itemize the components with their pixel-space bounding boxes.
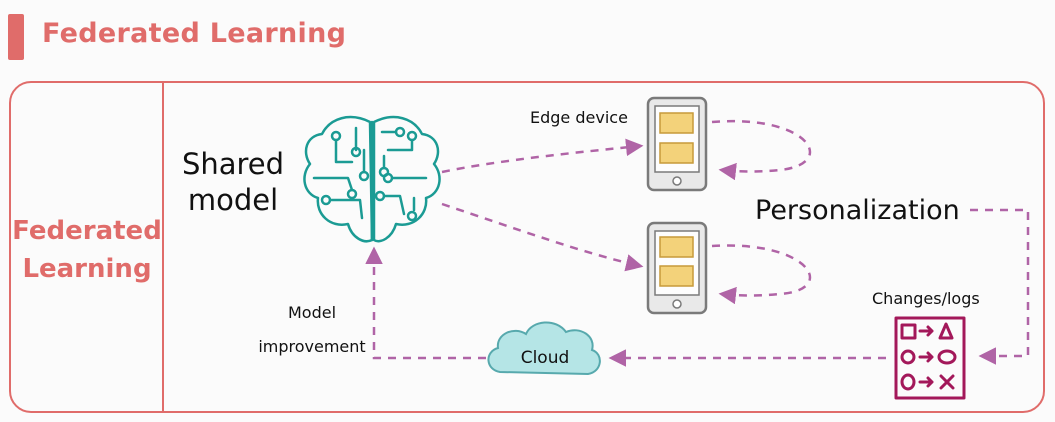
shared-model-line-2: model [187, 183, 279, 217]
tablet-icon [646, 96, 708, 192]
arrow-personalization-to-logs [970, 208, 1030, 365]
edge-device-label: Edge device [530, 108, 628, 127]
diagram-frame [9, 81, 1045, 413]
model-improvement-line-2: improvement [258, 337, 366, 356]
model-improvement-label: Model improvement [252, 296, 372, 364]
side-label: Federated Learning [12, 212, 162, 288]
changes-logs-label: Changes/logs [872, 289, 980, 308]
arrow-cloud-to-model [365, 246, 486, 360]
shared-model-line-1: Shared [181, 147, 285, 181]
personalization-label: Personalization [755, 195, 960, 226]
shared-model-label: Shared model [178, 146, 288, 218]
arrow-model-to-edge-top [441, 138, 644, 174]
brain-circuit-icon [303, 115, 441, 243]
tablet-icon [646, 221, 708, 315]
model-improvement-line-1: Model [287, 303, 337, 322]
cloud-label: Cloud [520, 348, 570, 368]
side-label-line-1: Federated [12, 216, 162, 246]
side-label-line-2: Learning [22, 254, 152, 284]
title-accent-bar [8, 14, 24, 60]
loop-edge-bottom [711, 244, 812, 305]
checklist-icon [894, 316, 966, 400]
arrow-model-to-edge-bottom [441, 202, 644, 272]
page-title: Federated Learning [42, 18, 347, 49]
cloud-icon [487, 321, 601, 376]
frame-divider [162, 83, 164, 413]
loop-edge-top [711, 119, 812, 181]
